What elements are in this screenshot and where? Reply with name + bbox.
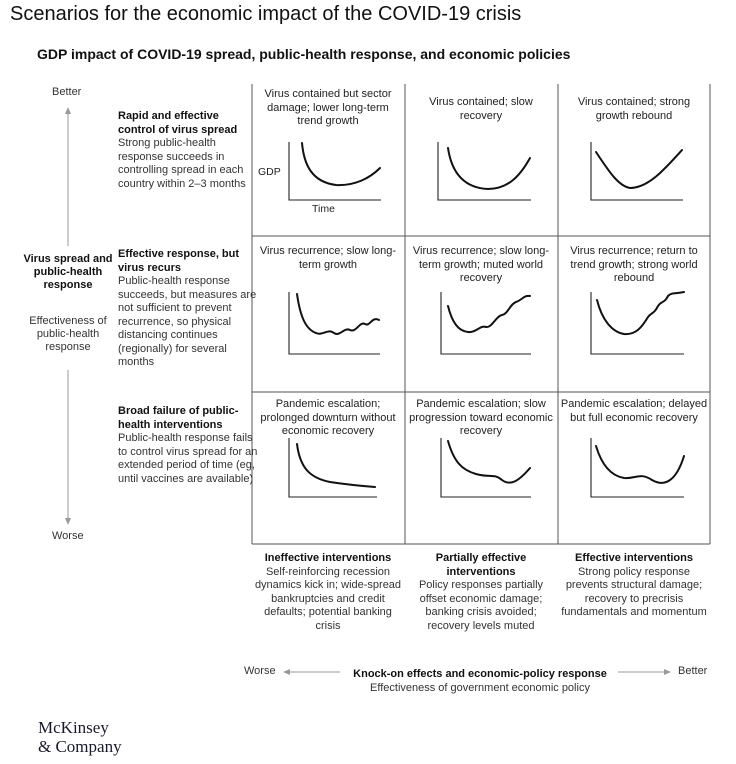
row-label-broad-failure: Broad failure of public-health intervent… bbox=[118, 405, 258, 486]
cell-caption-r3c1: Pandemic escalation; prolonged downturn … bbox=[260, 398, 396, 437]
curve-r1c3 bbox=[595, 149, 683, 189]
cell-caption-r3c3: Pandemic escalation; delayed but full ec… bbox=[560, 398, 708, 424]
column-heading: Effective interventions bbox=[575, 552, 693, 564]
curve-r3c3 bbox=[595, 445, 685, 484]
column-label-partially-effective: Partially effective interventions Policy… bbox=[407, 552, 555, 633]
cell-caption-r1c2: Virus contained; slow recovery bbox=[429, 96, 533, 122]
y-axis-bottom-label: Worse bbox=[52, 530, 84, 542]
x-axis-title: Knock-on effects and economic-policy res… bbox=[353, 668, 607, 680]
row-description: Public-health response succeeds, but mea… bbox=[118, 275, 257, 368]
cell-caption-r1c3: Virus contained; strong growth rebound bbox=[577, 96, 691, 122]
column-description: Self-reinforcing recession dynamics kick… bbox=[254, 565, 402, 632]
row-heading: Rapid and effective control of virus spr… bbox=[118, 110, 238, 136]
curve-r3c2 bbox=[447, 440, 531, 484]
cell-caption-r3c2: Pandemic escalation; slow progression to… bbox=[409, 398, 553, 437]
y-axis-subtitle: Effectiveness of public-health response bbox=[29, 315, 107, 353]
column-heading: Ineffective interventions bbox=[264, 552, 392, 564]
column-heading: Partially effective interventions bbox=[435, 552, 527, 578]
logo-line-2: & Company bbox=[38, 737, 122, 756]
curve-r1c1 bbox=[301, 142, 381, 187]
y-axis-top-label: Better bbox=[52, 86, 82, 98]
x-axis-subtitle: Effectiveness of government economic pol… bbox=[370, 682, 590, 694]
column-description: Strong policy response prevents structur… bbox=[561, 565, 707, 619]
mckinsey-logo: McKinsey & Company bbox=[38, 718, 122, 756]
curve-r3c1 bbox=[296, 443, 376, 488]
curve-r2c2 bbox=[447, 294, 531, 334]
row-description: Public-health response fails to control … bbox=[118, 432, 258, 485]
row-heading: Effective response, but virus recurs bbox=[118, 248, 240, 274]
row-label-rapid-control: Rapid and effective control of virus spr… bbox=[118, 110, 258, 191]
column-label-ineffective: Ineffective interventions Self-reinforci… bbox=[254, 552, 402, 633]
cell-caption-r2c3: Virus recurrence; return to trend growth… bbox=[570, 245, 698, 284]
x-axis-left-label: Worse bbox=[244, 665, 276, 677]
curve-r2c1 bbox=[296, 293, 380, 335]
chart-title: Scenarios for the economic impact of the… bbox=[10, 3, 522, 25]
logo-line-1: McKinsey bbox=[38, 718, 109, 737]
cell-caption-r2c1: Virus recurrence; slow long-term growth bbox=[259, 245, 397, 271]
column-label-effective: Effective interventions Strong policy re… bbox=[560, 552, 708, 620]
y-axis-title: Virus spread and public-health response bbox=[23, 253, 113, 291]
grid-lines bbox=[251, 84, 711, 545]
curve-r2c3 bbox=[596, 291, 685, 336]
column-description: Policy responses partially offset econom… bbox=[418, 579, 544, 632]
row-heading: Broad failure of public-health intervent… bbox=[118, 405, 239, 431]
cell-caption-r2c2: Virus recurrence; slow long-term growth;… bbox=[412, 245, 550, 284]
curve-r1c2 bbox=[447, 147, 531, 190]
chart-subtitle: GDP impact of COVID-19 spread, public-he… bbox=[37, 46, 571, 62]
row-label-virus-recurs: Effective response, but virus recurs Pub… bbox=[118, 248, 258, 370]
mini-chart-frames bbox=[288, 142, 684, 498]
x-axis-right-label: Better bbox=[678, 665, 708, 677]
cell-caption-r1c1: Virus contained but sector damage; lower… bbox=[264, 88, 392, 127]
mini-axis-y-label: GDP bbox=[258, 166, 281, 178]
mini-axis-x-label: Time bbox=[312, 203, 335, 215]
row-description: Strong public-health response succeeds i… bbox=[118, 137, 246, 190]
